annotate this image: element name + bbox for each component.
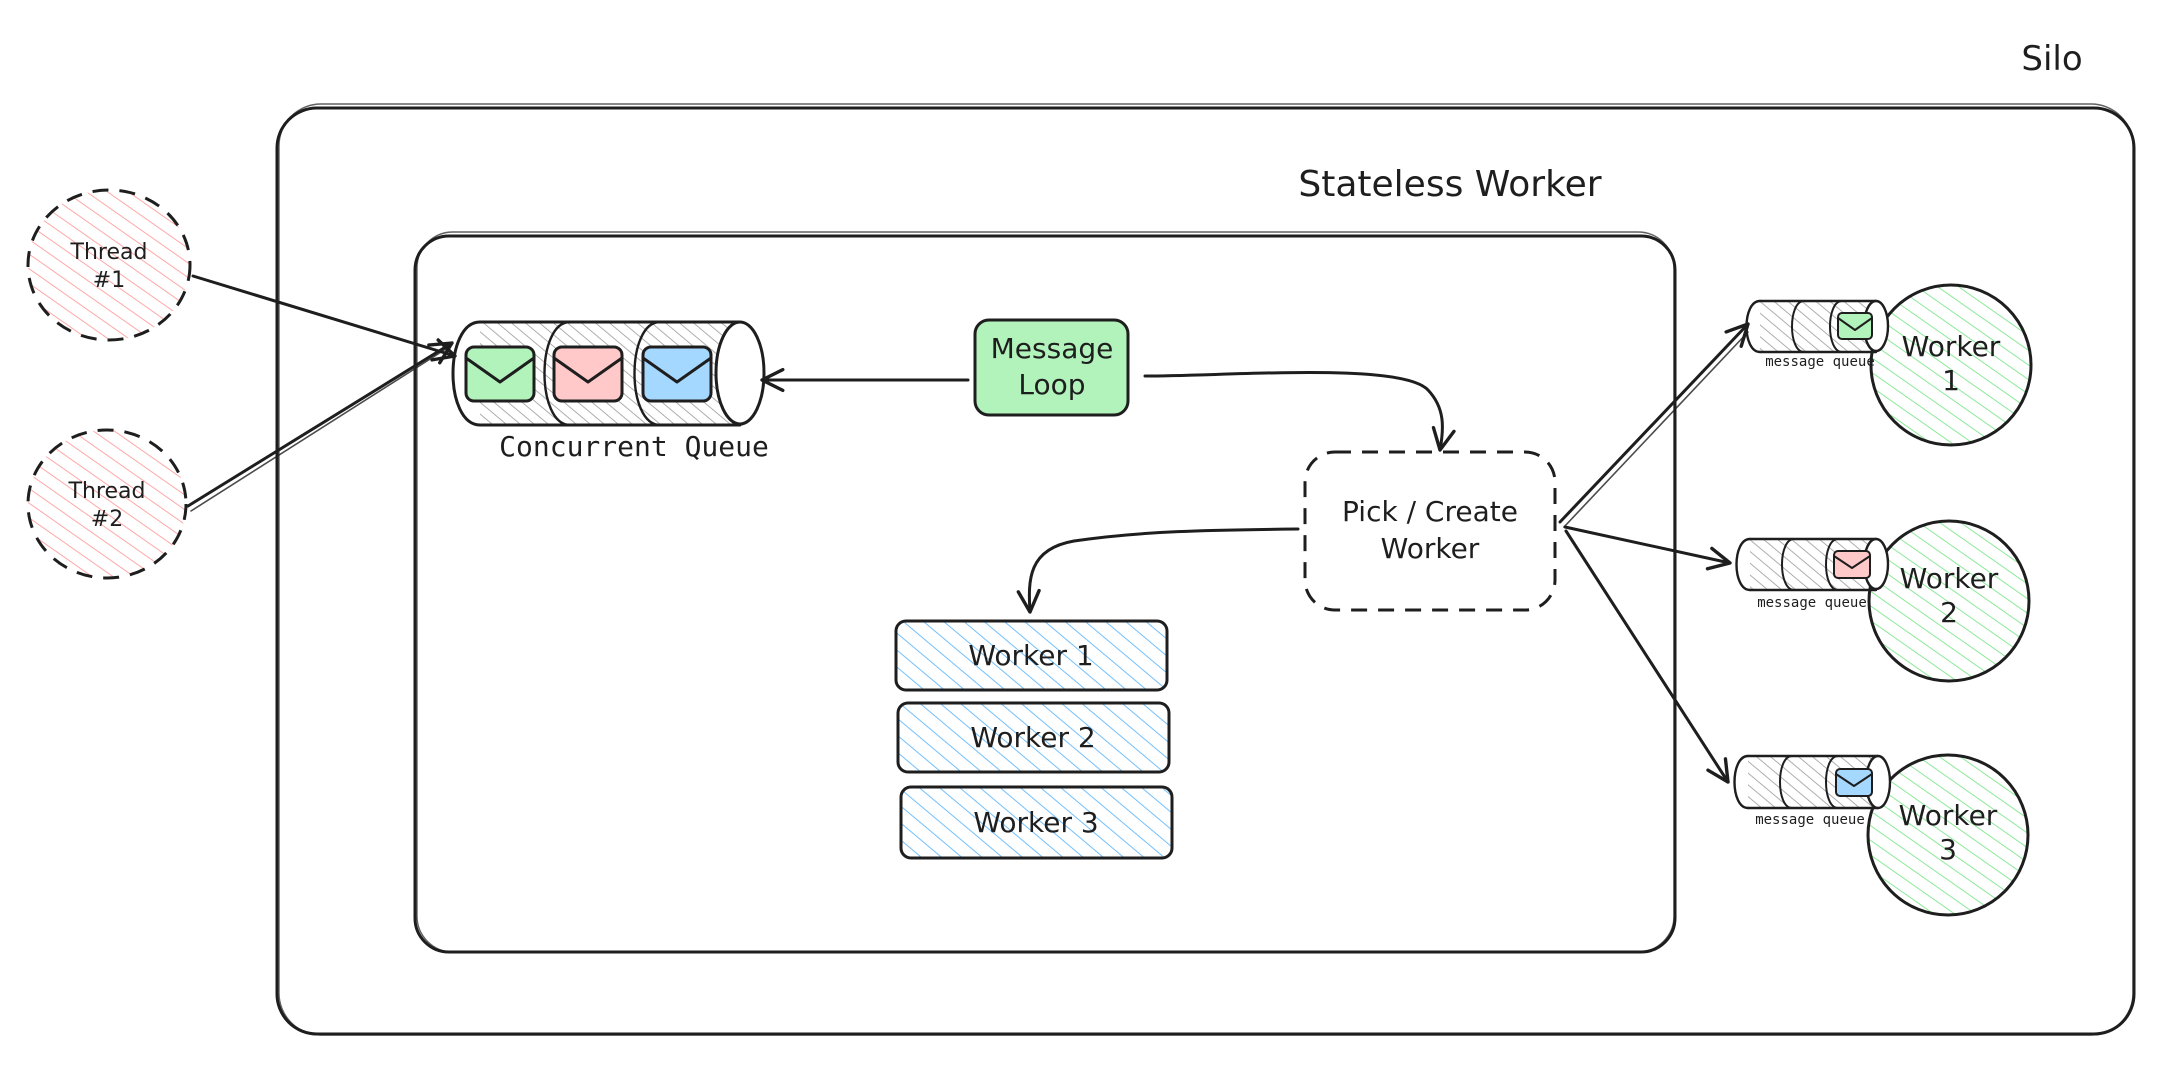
worker-activation-3: Worker 3 bbox=[1866, 753, 2030, 917]
worker-activation-2: Worker 2 bbox=[1867, 519, 2031, 683]
message-queue-1-label: message queue bbox=[1765, 354, 1875, 370]
thread-1-line2: #1 bbox=[93, 268, 125, 293]
arrow-pick-to-activation-1-second bbox=[1563, 331, 1749, 528]
message-queue-3-label: message queue bbox=[1755, 812, 1865, 828]
worker-activation-2-line2: 2 bbox=[1940, 596, 1958, 629]
message-queue-3 bbox=[1733, 754, 1892, 810]
envelope-green-icon bbox=[1837, 312, 1873, 340]
message-loop-line2: Loop bbox=[1018, 368, 1085, 401]
arrow-loop-to-pick bbox=[1143, 371, 1456, 452]
worker-activation-1-line1: Worker bbox=[1902, 330, 2001, 363]
message-queue-2 bbox=[1735, 537, 1890, 592]
message-queue-2-label: message queue bbox=[1757, 595, 1867, 611]
message-queue-1 bbox=[1745, 299, 1890, 354]
worker-pool-item-3: Worker 3 bbox=[899, 785, 1174, 860]
worker-activation-2-line1: Worker bbox=[1900, 562, 1999, 595]
worker-activation-3-line2: 3 bbox=[1939, 833, 1957, 866]
thread-1-line1: Thread bbox=[70, 240, 148, 265]
worker-pool-label-2: Worker 2 bbox=[970, 721, 1095, 754]
thread-2-line1: Thread bbox=[68, 479, 146, 504]
envelope-red-icon bbox=[552, 345, 624, 403]
pick-create-line2: Worker bbox=[1381, 532, 1480, 565]
silo-label: Silo bbox=[2021, 39, 2082, 79]
worker-activation-1: Worker 1 bbox=[1869, 283, 2033, 447]
envelope-red-icon bbox=[1833, 550, 1871, 579]
worker-pool-label-1: Worker 1 bbox=[968, 639, 1093, 672]
arrow-pick-to-activation-2 bbox=[1563, 525, 1732, 571]
silo-container bbox=[275, 103, 2136, 1036]
connectors bbox=[186, 274, 1750, 784]
worker-pool-label-3: Worker 3 bbox=[973, 806, 1098, 839]
concurrent-queue-label: Concurrent Queue bbox=[499, 430, 769, 463]
arrow-thread2-to-queue bbox=[186, 341, 454, 508]
worker-activation-1-line2: 1 bbox=[1942, 364, 1960, 397]
worker-activation-3-line1: Worker bbox=[1899, 799, 1998, 832]
concurrent-queue bbox=[451, 320, 766, 427]
stateless-worker-container bbox=[413, 231, 1677, 954]
arrow-pick-to-activation-1 bbox=[1558, 322, 1750, 524]
envelope-blue-icon bbox=[1835, 768, 1873, 797]
message-loop-node: Message Loop bbox=[973, 318, 1130, 417]
envelope-blue-icon bbox=[641, 345, 713, 403]
pick-create-line1: Pick / Create bbox=[1342, 495, 1518, 528]
thread-2-line2: #2 bbox=[91, 507, 123, 532]
arrow-pick-to-activation-3 bbox=[1564, 529, 1730, 784]
arrow-thread2-to-queue-second bbox=[190, 346, 450, 512]
thread-2-node: Thread #2 bbox=[26, 428, 188, 580]
arrow-pick-to-pool bbox=[1016, 527, 1300, 614]
message-loop-line1: Message bbox=[991, 332, 1114, 365]
envelope-green-icon bbox=[464, 345, 536, 403]
stateless-worker-label: Stateless Worker bbox=[1298, 164, 1601, 205]
pick-create-worker-node: Pick / Create Worker bbox=[1303, 450, 1557, 612]
arrow-thread1-to-queue bbox=[191, 274, 457, 362]
worker-pool-item-2: Worker 2 bbox=[896, 701, 1171, 774]
worker-pool-item-1: Worker 1 bbox=[894, 619, 1169, 692]
thread-1-node: Thread #1 bbox=[26, 188, 192, 342]
